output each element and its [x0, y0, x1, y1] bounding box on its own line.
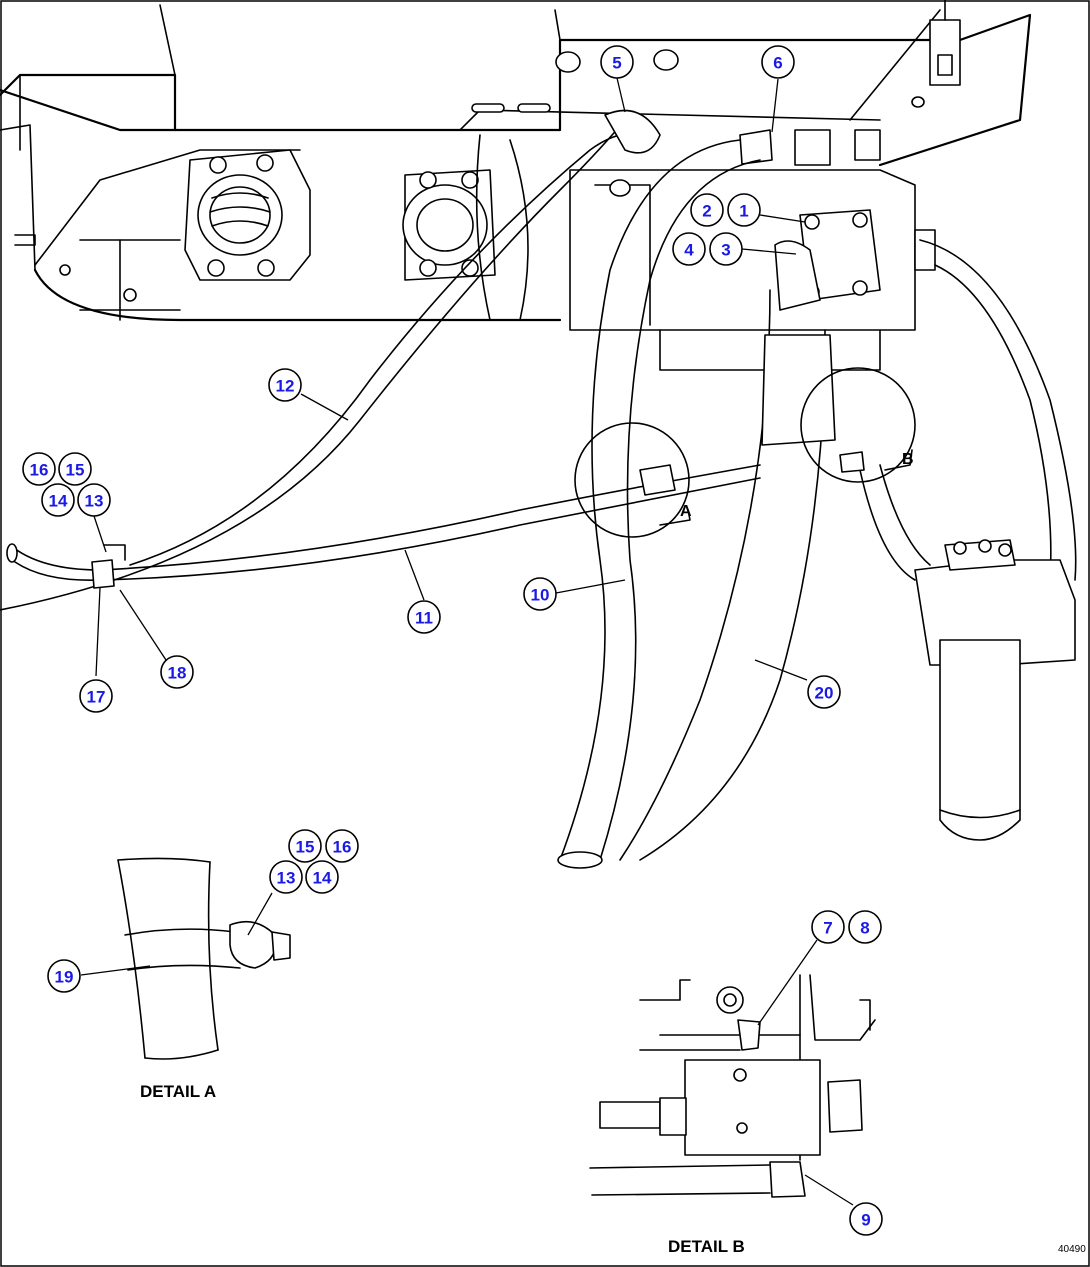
callout-16-main: 16 [22, 452, 56, 486]
hose-10 [557, 139, 761, 869]
svg-text:4: 4 [684, 241, 694, 260]
svg-text:18: 18 [168, 664, 187, 683]
svg-text:12: 12 [276, 377, 295, 396]
svg-text:13: 13 [85, 492, 104, 511]
callout-11: 11 [407, 600, 441, 634]
callout-13-main: 13 [77, 483, 111, 517]
detail-b-drawing [589, 974, 876, 1198]
callout-12: 12 [268, 368, 302, 402]
hose-11 [6, 464, 761, 589]
svg-text:8: 8 [860, 919, 869, 938]
svg-text:17: 17 [87, 688, 106, 707]
detail-a-drawing [117, 857, 291, 1060]
callout-1: 1 [727, 193, 761, 227]
hose-12 [0, 109, 661, 611]
svg-text:16: 16 [333, 838, 352, 857]
pump-housing [14, 134, 562, 322]
svg-text:6: 6 [773, 54, 782, 73]
callout-15-main: 15 [58, 452, 92, 486]
callout-13-detail-a: 13 [269, 860, 303, 894]
detail-a-label: DETAIL A [140, 1082, 216, 1101]
callout-18: 18 [160, 655, 194, 689]
callout-7: 7 [811, 910, 845, 944]
detail-b-circle: B [800, 367, 916, 483]
callout-20: 20 [807, 675, 841, 709]
svg-text:3: 3 [721, 241, 730, 260]
svg-text:14: 14 [313, 869, 332, 888]
svg-text:15: 15 [66, 461, 85, 480]
callout-14-detail-a: 14 [305, 860, 339, 894]
svg-text:5: 5 [612, 54, 621, 73]
callout-6: 6 [761, 45, 795, 79]
callout-10: 10 [523, 577, 557, 611]
callout-3: 3 [709, 232, 743, 266]
detail-b-marker: B [902, 451, 914, 468]
frame-structure [0, 0, 1032, 271]
callout-17: 17 [79, 679, 113, 713]
svg-text:2: 2 [702, 202, 711, 221]
svg-text:11: 11 [415, 609, 433, 628]
svg-text:20: 20 [815, 684, 834, 703]
leader-lines [80, 77, 854, 1206]
callout-19: 19 [47, 959, 81, 993]
detail-a-circle: A [574, 422, 692, 538]
svg-text:19: 19 [55, 968, 74, 987]
callout-5: 5 [600, 45, 634, 79]
callout-15-detail-a: 15 [288, 829, 322, 863]
callout-14-main: 14 [41, 483, 75, 517]
callout-4: 4 [672, 232, 706, 266]
detail-b-label: DETAIL B [668, 1237, 745, 1256]
svg-text:7: 7 [823, 919, 832, 938]
filter-assembly [859, 239, 1077, 841]
svg-text:14: 14 [49, 492, 68, 511]
detail-a-marker: A [680, 503, 692, 520]
callout-2: 2 [690, 193, 724, 227]
figure-id: 40490 [1058, 1244, 1086, 1255]
svg-text:13: 13 [277, 869, 296, 888]
callout-9: 9 [849, 1202, 883, 1236]
svg-text:10: 10 [531, 586, 550, 605]
svg-text:1: 1 [739, 202, 748, 221]
svg-text:16: 16 [30, 461, 49, 480]
callout-16-detail-a: 16 [325, 829, 359, 863]
hose-20 [619, 240, 836, 861]
callout-8: 8 [848, 910, 882, 944]
svg-text:9: 9 [861, 1211, 870, 1230]
svg-text:15: 15 [296, 838, 315, 857]
